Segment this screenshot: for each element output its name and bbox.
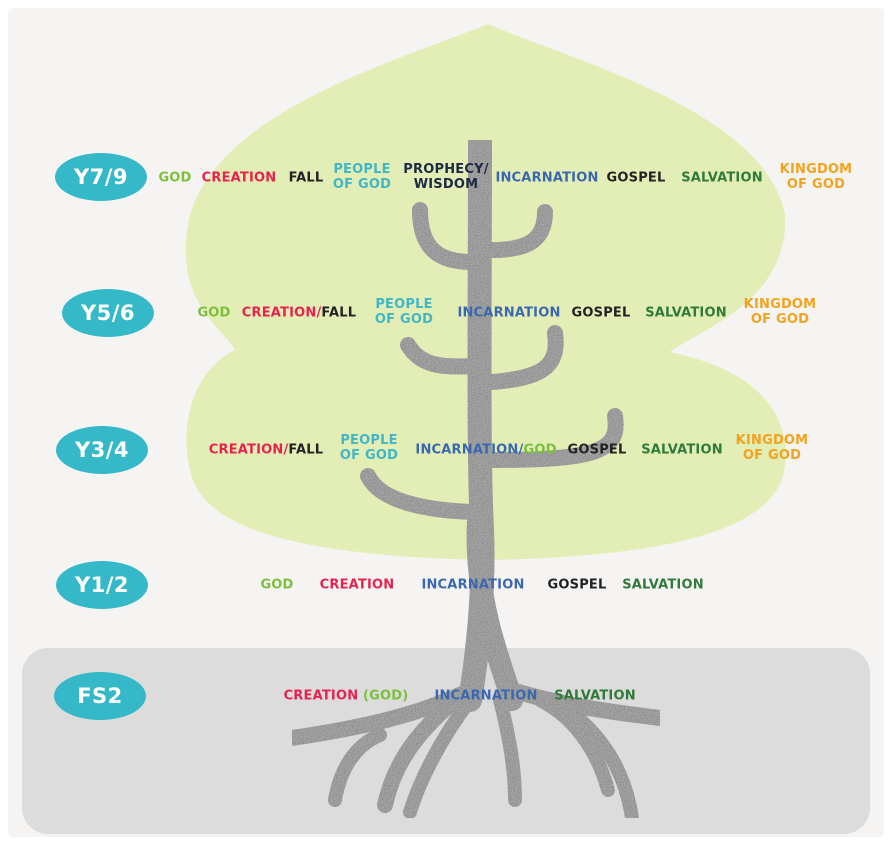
label-creation-god: CREATION (GOD) — [284, 689, 409, 704]
label-prophecy-line1: PROPHECY/ — [403, 162, 489, 177]
label-gospel: GOSPEL — [567, 442, 627, 458]
label-god: (GOD) — [363, 688, 409, 704]
label-people-of-god: PEOPLE OF GOD — [333, 162, 391, 192]
label-creation: CREATION — [319, 577, 395, 593]
label-creation-fall: CREATION/FALL — [242, 306, 357, 321]
label-fall: FALL — [288, 442, 324, 458]
label-incarnation: INCARNATION — [421, 577, 525, 593]
badge-y3-4: Y3/4 — [56, 426, 148, 474]
label-incarnation-god: INCARNATION/GOD — [415, 443, 556, 458]
label-prophecy-wisdom: PROPHECY/ WISDOM — [403, 162, 488, 192]
label-kingdom-line1: KINGDOM — [743, 297, 817, 312]
label-gospel: GOSPEL — [571, 305, 631, 321]
label-fall: FALL — [288, 170, 324, 186]
label-people-of-god: PEOPLE OF GOD — [340, 433, 398, 463]
label-people-line2: OF GOD — [339, 448, 399, 463]
label-kingdom-line2: OF GOD — [742, 448, 802, 463]
label-kingdom-line1: KINGDOM — [779, 162, 853, 177]
label-incarnation: INCARNATION — [434, 688, 538, 704]
label-creation: CREATION/ — [241, 305, 322, 321]
tree-trunk — [284, 128, 668, 825]
label-people-line2: OF GOD — [332, 177, 392, 192]
label-salvation: SALVATION — [622, 577, 704, 593]
label-people-line1: PEOPLE — [340, 433, 398, 448]
label-salvation: SALVATION — [554, 688, 636, 704]
label-god: GOD — [260, 577, 294, 593]
label-fall: FALL — [321, 305, 357, 321]
badge-y1-2: Y1/2 — [56, 561, 148, 609]
label-people-of-god: PEOPLE OF GOD — [375, 297, 433, 327]
label-salvation: SALVATION — [641, 442, 723, 458]
label-people-line1: PEOPLE — [333, 162, 391, 177]
label-kingdom-of-god: KINGDOM OF GOD — [780, 162, 853, 192]
label-salvation: SALVATION — [681, 170, 763, 186]
label-gospel: GOSPEL — [606, 170, 666, 186]
label-kingdom-line2: OF GOD — [786, 177, 846, 192]
label-creation: CREATION — [283, 688, 359, 704]
label-god: GOD — [523, 442, 557, 458]
badge-y5-6: Y5/6 — [62, 289, 154, 337]
label-kingdom-line1: KINGDOM — [735, 433, 809, 448]
badge-fs2: FS2 — [54, 672, 146, 720]
label-incarnation: INCARNATION/ — [415, 442, 524, 458]
label-incarnation: INCARNATION — [495, 170, 599, 186]
label-prophecy-line2: WISDOM — [413, 177, 479, 192]
label-god: GOD — [197, 305, 231, 321]
label-gospel: GOSPEL — [547, 577, 607, 593]
label-kingdom-of-god: KINGDOM OF GOD — [744, 297, 817, 327]
label-god: GOD — [158, 170, 192, 186]
label-creation: CREATION/ — [208, 442, 289, 458]
label-creation: CREATION — [201, 170, 277, 186]
label-creation-fall: CREATION/FALL — [209, 443, 324, 458]
label-people-line1: PEOPLE — [375, 297, 433, 312]
label-people-line2: OF GOD — [374, 312, 434, 327]
label-kingdom-of-god: KINGDOM OF GOD — [736, 433, 809, 463]
badge-y7-9: Y7/9 — [55, 153, 147, 201]
label-incarnation: INCARNATION — [457, 305, 561, 321]
label-salvation: SALVATION — [645, 305, 727, 321]
label-kingdom-line2: OF GOD — [750, 312, 810, 327]
